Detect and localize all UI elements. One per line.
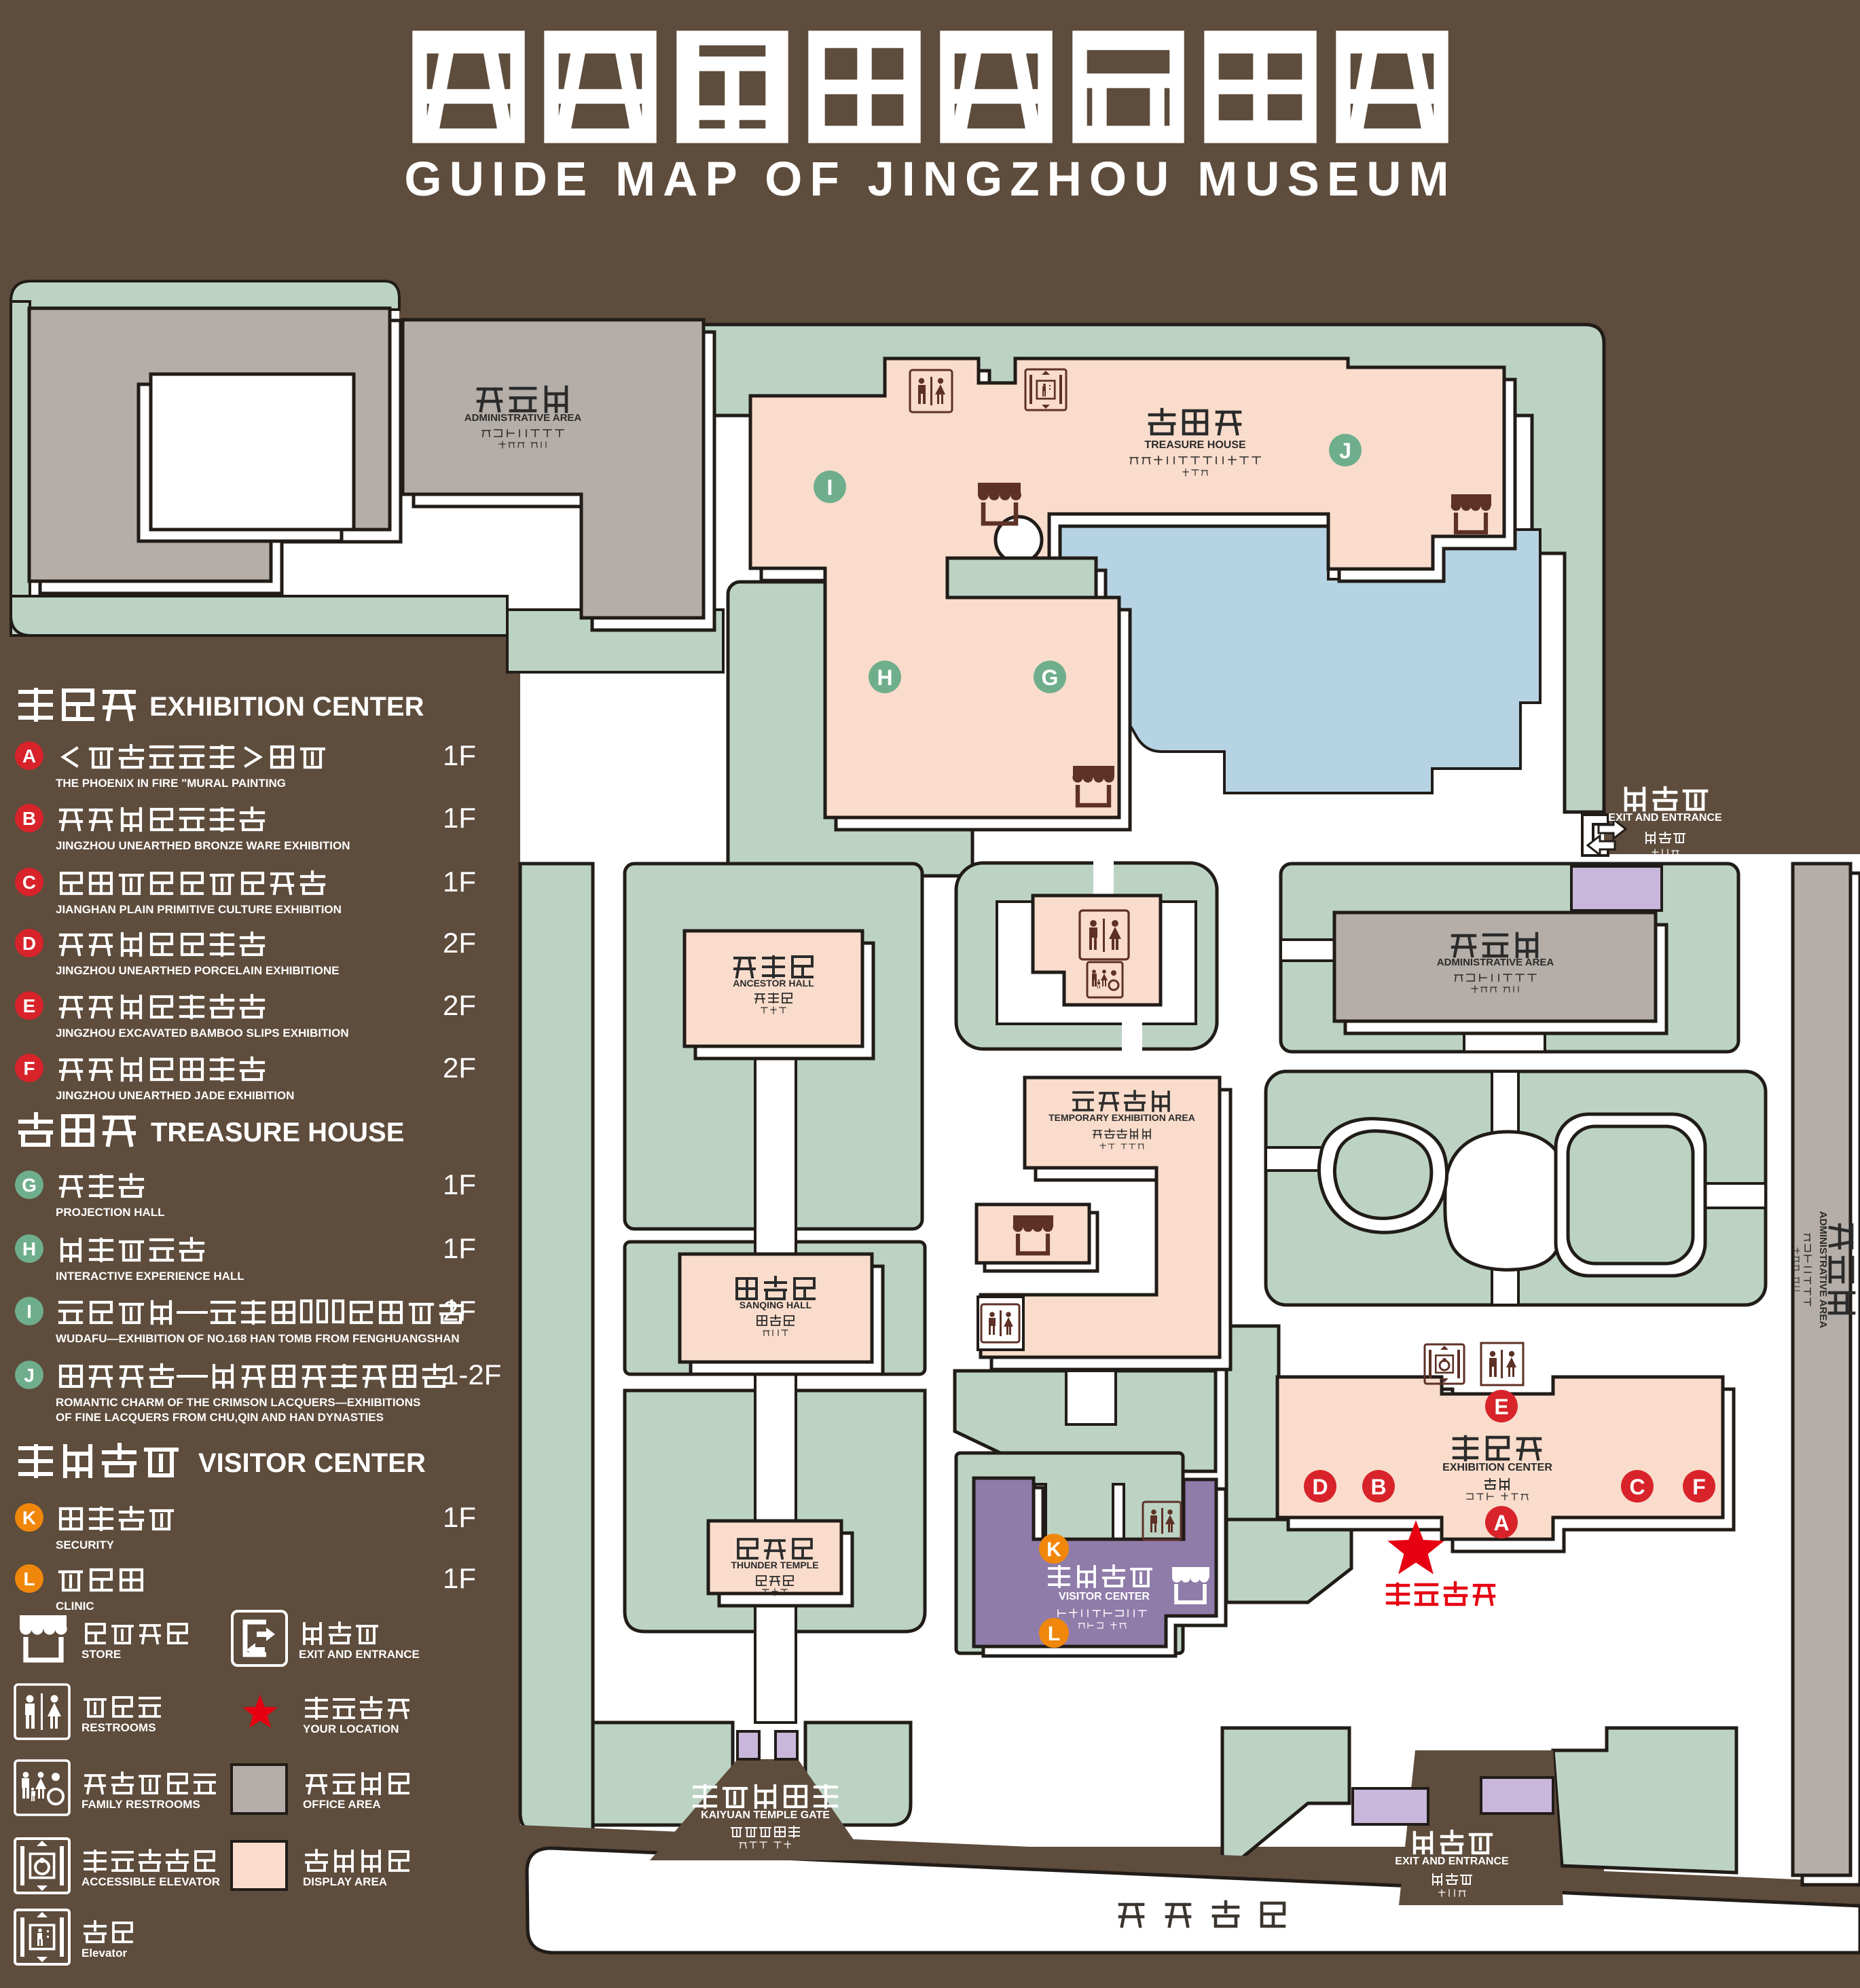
svg-text:F: F bbox=[23, 1058, 35, 1079]
svg-text:D: D bbox=[1312, 1475, 1328, 1499]
svg-text:OF FINE LACQUERS FROM CHU,QIN: OF FINE LACQUERS FROM CHU,QIN AND HAN DY… bbox=[56, 1411, 384, 1424]
svg-text:EXIT AND ENTRANCE: EXIT AND ENTRANCE bbox=[1608, 812, 1722, 824]
svg-text:TEMPORARY EXHIBITION AREA: TEMPORARY EXHIBITION AREA bbox=[1048, 1112, 1195, 1123]
svg-text:ADMINISTRATIVE AREA: ADMINISTRATIVE AREA bbox=[464, 412, 582, 424]
svg-text:2F: 2F bbox=[443, 927, 476, 959]
svg-text:J: J bbox=[24, 1365, 35, 1386]
svg-text:Elevator: Elevator bbox=[81, 1947, 127, 1959]
svg-text:TREASURE HOUSE: TREASURE HOUSE bbox=[1144, 439, 1246, 451]
svg-text:2F: 2F bbox=[443, 989, 476, 1021]
svg-text:E: E bbox=[23, 995, 36, 1016]
svg-text:1F: 1F bbox=[443, 1501, 476, 1533]
svg-text:JIANGHAN PLAIN PRIMITIVE CULTU: JIANGHAN PLAIN PRIMITIVE CULTURE EXHIBIT… bbox=[56, 903, 342, 916]
svg-text:1F: 1F bbox=[443, 1232, 476, 1264]
svg-text:1F: 1F bbox=[443, 739, 476, 771]
svg-text:INTERACTIVE EXPERIENCE HALL: INTERACTIVE EXPERIENCE HALL bbox=[56, 1270, 244, 1283]
svg-text:A: A bbox=[22, 746, 36, 767]
svg-text:G: G bbox=[22, 1175, 37, 1196]
svg-text:FAMILY RESTROOMS: FAMILY RESTROOMS bbox=[81, 1798, 200, 1811]
svg-text:H: H bbox=[22, 1238, 36, 1259]
svg-text:1F: 1F bbox=[443, 1562, 476, 1594]
svg-text:L: L bbox=[23, 1568, 35, 1589]
svg-text:RESTROOMS: RESTROOMS bbox=[81, 1721, 156, 1734]
svg-text:1F: 1F bbox=[443, 1168, 476, 1200]
svg-text:YOUR LOCATION: YOUR LOCATION bbox=[303, 1723, 399, 1735]
svg-text:GUIDE MAP OF JINGZHOU MUSEUM: GUIDE MAP OF JINGZHOU MUSEUM bbox=[404, 153, 1456, 206]
svg-text:L: L bbox=[1048, 1623, 1060, 1645]
svg-text:JINGZHOU UNEARTHED JADE EXHIBI: JINGZHOU UNEARTHED JADE EXHIBITION bbox=[56, 1089, 294, 1102]
svg-text:KAIYUAN TEMPLE GATE: KAIYUAN TEMPLE GATE bbox=[701, 1809, 830, 1821]
svg-text:OFFICE AREA: OFFICE AREA bbox=[303, 1798, 381, 1811]
svg-text:SANQING HALL: SANQING HALL bbox=[740, 1300, 812, 1310]
svg-text:JINGZHOU UNEARTHED BRONZE WARE: JINGZHOU UNEARTHED BRONZE WARE EXHIBITIO… bbox=[56, 839, 350, 852]
svg-text:EXHIBITION CENTER: EXHIBITION CENTER bbox=[1442, 1462, 1552, 1473]
svg-text:CLINIC: CLINIC bbox=[56, 1600, 94, 1613]
svg-text:EXHIBITION CENTER: EXHIBITION CENTER bbox=[149, 692, 424, 722]
svg-text:1-2F: 1-2F bbox=[443, 1359, 501, 1391]
svg-text:JINGZHOU EXCAVATED BAMBOO SLIP: JINGZHOU EXCAVATED BAMBOO SLIPS EXHIBITI… bbox=[56, 1027, 349, 1039]
svg-text:TREASURE HOUSE: TREASURE HOUSE bbox=[151, 1118, 404, 1147]
svg-text:K: K bbox=[22, 1507, 36, 1528]
svg-text:SECURITY: SECURITY bbox=[56, 1539, 115, 1551]
svg-text:H: H bbox=[877, 665, 892, 690]
svg-text:2F: 2F bbox=[443, 1295, 476, 1327]
svg-text:C: C bbox=[22, 872, 36, 893]
svg-text:C: C bbox=[1629, 1475, 1645, 1499]
svg-text:J: J bbox=[1339, 439, 1351, 463]
svg-text:EXIT AND ENTRANCE: EXIT AND ENTRANCE bbox=[299, 1648, 420, 1661]
svg-text:PROJECTION HALL: PROJECTION HALL bbox=[56, 1206, 165, 1219]
svg-text:THE PHOENIX IN FIRE "MURAL PAI: THE PHOENIX IN FIRE "MURAL PAINTING bbox=[56, 777, 286, 790]
svg-text:DISPLAY AREA: DISPLAY AREA bbox=[303, 1875, 387, 1888]
svg-text:ADMINISTRATIVE AREA: ADMINISTRATIVE AREA bbox=[1817, 1211, 1829, 1329]
svg-text:ROMANTIC CHARM OF THE CRIMSON: ROMANTIC CHARM OF THE CRIMSON LACQUERS—E… bbox=[56, 1396, 420, 1409]
svg-text:ANCESTOR HALL: ANCESTOR HALL bbox=[733, 978, 814, 989]
svg-text:THUNDER TEMPLE: THUNDER TEMPLE bbox=[731, 1560, 818, 1570]
svg-text:JINGZHOU UNEARTHED PORCELAIN E: JINGZHOU UNEARTHED PORCELAIN EXHIBITIONE bbox=[56, 964, 339, 977]
svg-text:B: B bbox=[1370, 1475, 1386, 1499]
svg-text:VISITOR CENTER: VISITOR CENTER bbox=[1059, 1591, 1150, 1602]
svg-text:STORE: STORE bbox=[81, 1648, 121, 1661]
svg-text:B: B bbox=[22, 808, 36, 829]
svg-text:F: F bbox=[1692, 1475, 1706, 1499]
svg-text:E: E bbox=[1494, 1395, 1508, 1419]
svg-text:D: D bbox=[22, 933, 36, 954]
svg-text:I: I bbox=[26, 1301, 32, 1322]
svg-text:VISITOR CENTER: VISITOR CENTER bbox=[198, 1448, 426, 1478]
svg-text:K: K bbox=[1046, 1539, 1061, 1561]
svg-text:2F: 2F bbox=[443, 1052, 476, 1084]
svg-text:EXIT AND ENTRANCE: EXIT AND ENTRANCE bbox=[1395, 1856, 1509, 1867]
svg-text:ADMINISTRATIVE AREA: ADMINISTRATIVE AREA bbox=[1437, 957, 1554, 968]
svg-text:WUDAFU—EXHIBITION OF NO.168 HA: WUDAFU—EXHIBITION OF NO.168 HAN TOMB FRO… bbox=[56, 1332, 460, 1345]
svg-text:G: G bbox=[1042, 665, 1059, 690]
svg-text:1F: 1F bbox=[443, 802, 476, 834]
svg-text:A: A bbox=[1493, 1511, 1509, 1535]
svg-text:ACCESSIBLE ELEVATOR: ACCESSIBLE ELEVATOR bbox=[81, 1875, 220, 1888]
svg-text:I: I bbox=[827, 475, 833, 500]
svg-text:1F: 1F bbox=[443, 866, 476, 898]
